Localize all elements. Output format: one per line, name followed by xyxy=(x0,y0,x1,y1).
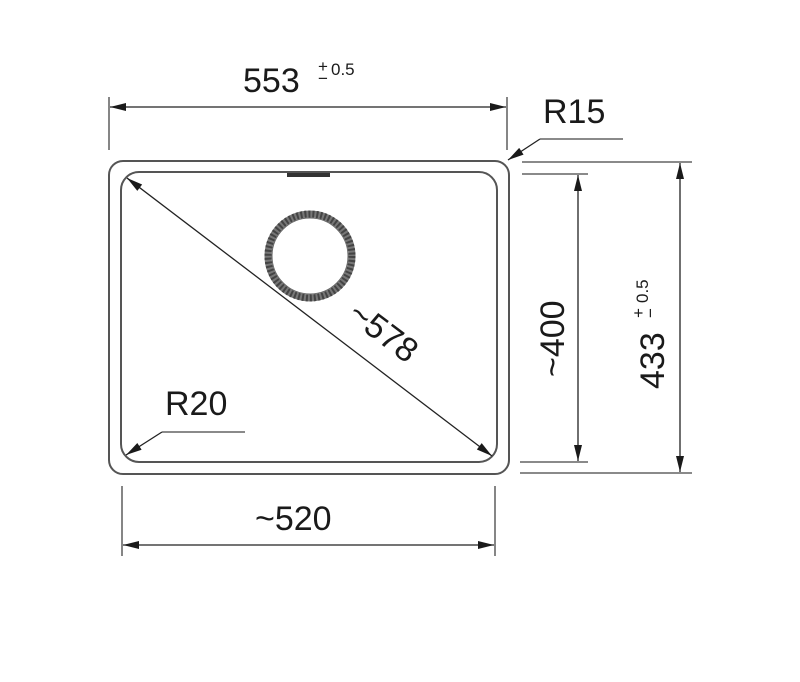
bowl-width-label: ~520 xyxy=(255,500,332,538)
bowl-outline xyxy=(120,171,498,463)
overflow-slot xyxy=(287,173,330,177)
overall-depth-tol-plus: + xyxy=(629,308,648,318)
overall-width-tol-value: 0.5 xyxy=(331,60,355,79)
overall-width-tol-minus: − xyxy=(318,69,328,88)
outer-radius-label: R15 xyxy=(543,93,605,131)
overall-depth-label: 433 xyxy=(634,332,672,389)
bowl-depth-label: ~400 xyxy=(534,300,572,377)
diagonal-label: ~578 xyxy=(341,294,425,370)
overall-depth-tol-minus: − xyxy=(641,308,660,318)
inner-radius-leader xyxy=(125,431,163,456)
overall-width-label: 553 xyxy=(243,62,300,100)
overall-depth-tol-value: 0.5 xyxy=(633,279,652,303)
drain-icon xyxy=(264,210,356,302)
outer-radius-leader xyxy=(507,138,541,161)
outer-rim xyxy=(108,160,510,475)
diagonal-dimension-line xyxy=(126,177,493,457)
inner-radius-label: R20 xyxy=(165,385,227,423)
overall-width-tol-plus: + xyxy=(318,57,328,76)
